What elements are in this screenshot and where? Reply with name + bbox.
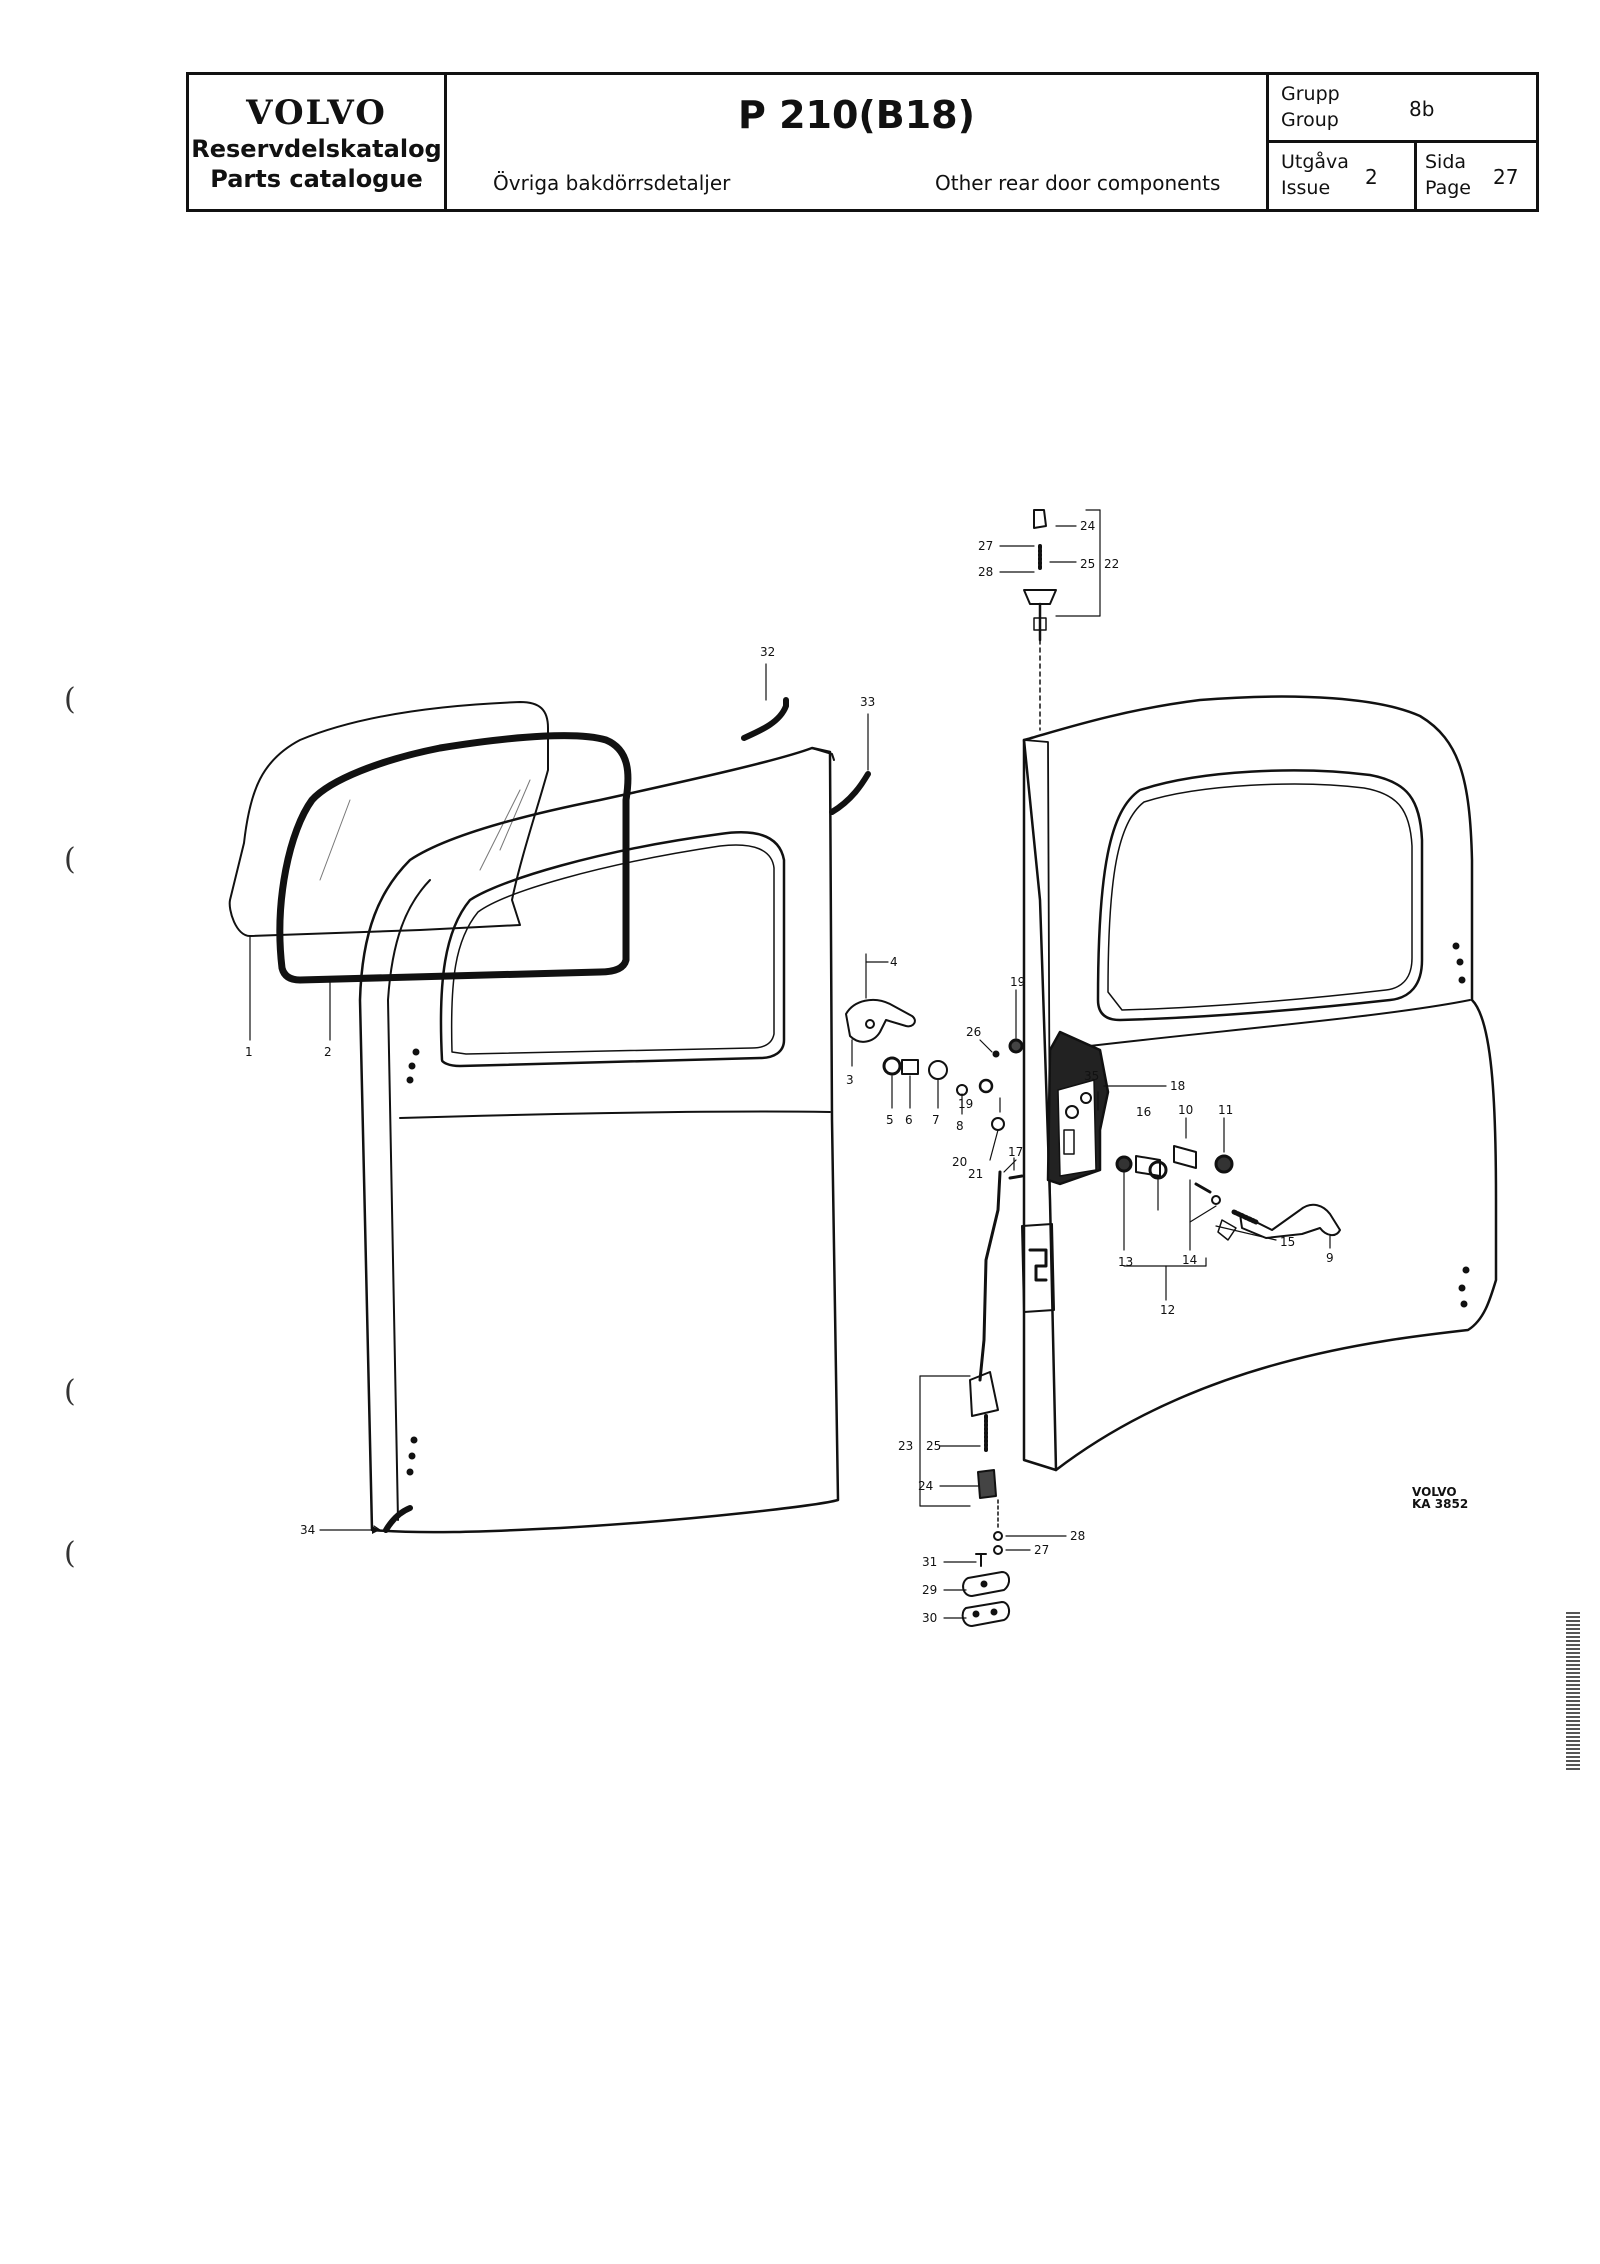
binder-hole-mark: ( xyxy=(64,682,76,717)
group-value: 8b xyxy=(1409,97,1435,121)
callout-6: 6 xyxy=(905,1113,913,1127)
lock-button-parts xyxy=(961,1553,1010,1627)
callout-5: 5 xyxy=(886,1113,894,1127)
callout-28a: 28 xyxy=(978,565,993,579)
striker-plate xyxy=(1021,1223,1055,1313)
callout-4: 4 xyxy=(890,955,898,969)
callout-26: 26 xyxy=(966,1025,981,1039)
handle-spring-washer xyxy=(882,1056,902,1076)
callout-3: 3 xyxy=(846,1073,854,1087)
callout-21: 21 xyxy=(968,1167,983,1181)
outer-door-handle-assembly xyxy=(1115,1145,1341,1241)
callout-15: 15 xyxy=(1280,1235,1295,1249)
model-designation: P 210(B18) xyxy=(738,93,975,137)
callout-24b: 24 xyxy=(918,1479,933,1493)
callout-24a: 24 xyxy=(1080,519,1095,533)
brand-name: VOLVO xyxy=(246,93,387,133)
group-label-swedish: Grupp xyxy=(1281,83,1340,105)
lock-spring-pin xyxy=(991,1117,1005,1131)
callout-17: 17 xyxy=(1008,1145,1023,1159)
catalogue-name-swedish: Reservdelskatalog xyxy=(191,135,442,163)
issue-value: 2 xyxy=(1365,165,1378,189)
catalogue-header: VOLVO Reservdelskatalog Parts catalogue … xyxy=(186,72,1539,212)
callout-19b: 19 xyxy=(958,1097,973,1111)
door-seal-lower xyxy=(383,1505,413,1533)
brand-cell: VOLVO Reservdelskatalog Parts catalogue xyxy=(189,75,447,209)
lock-screw-bolt xyxy=(1008,1174,1024,1180)
callout-18: 18 xyxy=(1170,1079,1185,1093)
issue-label-swedish: Utgåva xyxy=(1281,151,1349,173)
callout-32: 32 xyxy=(760,645,775,659)
scan-edge-strip xyxy=(1566,1612,1580,1772)
callout-28b: 28 xyxy=(1070,1529,1085,1543)
issue-label-english: Issue xyxy=(1281,177,1331,199)
door-lock-assembly xyxy=(1046,1030,1110,1186)
callout-33: 33 xyxy=(860,695,875,709)
window-seal xyxy=(276,732,632,984)
callout-31: 31 xyxy=(922,1555,937,1569)
callout-25b: 25 xyxy=(926,1439,941,1453)
binder-hole-mark: ( xyxy=(64,842,76,877)
page-label-english: Page xyxy=(1425,177,1471,199)
drawing-ref-code: KA 3852 xyxy=(1412,1497,1468,1511)
section-title-english: Other rear door components xyxy=(935,171,1221,195)
issue-box: Utgåva Issue 2 xyxy=(1269,143,1417,209)
callout-29: 29 xyxy=(922,1583,937,1597)
callout-9: 9 xyxy=(1326,1251,1334,1265)
lock-washer xyxy=(1008,1038,1024,1054)
drawing-ref-brand: VOLVO xyxy=(1412,1485,1457,1499)
callout-30: 30 xyxy=(922,1611,937,1625)
group-box: Grupp Group 8b xyxy=(1269,75,1536,143)
callout-14: 14 xyxy=(1182,1253,1197,1267)
lock-spring xyxy=(978,1078,994,1094)
callout-27a: 27 xyxy=(978,539,993,553)
callout-labels: 1 2 3 4 5 6 7 8 9 10 11 12 13 14 15 16 1… xyxy=(245,519,1468,1625)
callout-16: 16 xyxy=(1136,1105,1151,1119)
callout-7: 7 xyxy=(932,1113,940,1127)
section-title-swedish: Övriga bakdörrsdetaljer xyxy=(493,171,731,195)
callout-35: 35 xyxy=(1084,1069,1099,1083)
group-label-english: Group xyxy=(1281,109,1339,131)
callout-34: 34 xyxy=(300,1523,315,1537)
title-cell: P 210(B18) Övriga bakdörrsdetaljer Other… xyxy=(447,75,1269,209)
binder-hole-mark: ( xyxy=(64,1374,76,1409)
lower-locking-rod-assembly xyxy=(969,1170,1003,1555)
callout-8: 8 xyxy=(956,1119,964,1133)
leader-lines xyxy=(249,509,1331,1619)
callout-22: 22 xyxy=(1104,557,1119,571)
callout-2: 2 xyxy=(324,1045,332,1059)
callout-23: 23 xyxy=(898,1439,913,1453)
page-value: 27 xyxy=(1493,165,1519,189)
handle-escutcheon xyxy=(928,1060,948,1080)
window-glass xyxy=(228,701,549,937)
callout-27b: 27 xyxy=(1034,1543,1049,1557)
reference-cell: Grupp Group 8b Utgåva Issue 2 Sida Page … xyxy=(1269,75,1536,209)
callout-11: 11 xyxy=(1218,1103,1233,1117)
page-box: Sida Page 27 xyxy=(1417,143,1536,209)
page-label-swedish: Sida xyxy=(1425,151,1467,173)
door-seal-rear xyxy=(829,771,871,815)
rear-door-outer xyxy=(358,746,840,1534)
callout-19a: 19 xyxy=(1010,975,1025,989)
callout-20: 20 xyxy=(952,1155,967,1169)
callout-10: 10 xyxy=(1178,1103,1193,1117)
callout-25a: 25 xyxy=(1080,557,1095,571)
lock-screw xyxy=(992,1050,1000,1058)
inner-door-handle xyxy=(845,998,916,1043)
callout-13: 13 xyxy=(1118,1255,1133,1269)
door-seal-upper xyxy=(741,697,789,741)
upper-locking-button-assembly xyxy=(1023,509,1057,731)
catalogue-name-english: Parts catalogue xyxy=(210,165,423,193)
callout-12: 12 xyxy=(1160,1303,1175,1317)
handle-spacer xyxy=(901,1059,919,1075)
callout-1: 1 xyxy=(245,1045,253,1059)
binder-hole-mark: ( xyxy=(64,1536,76,1571)
